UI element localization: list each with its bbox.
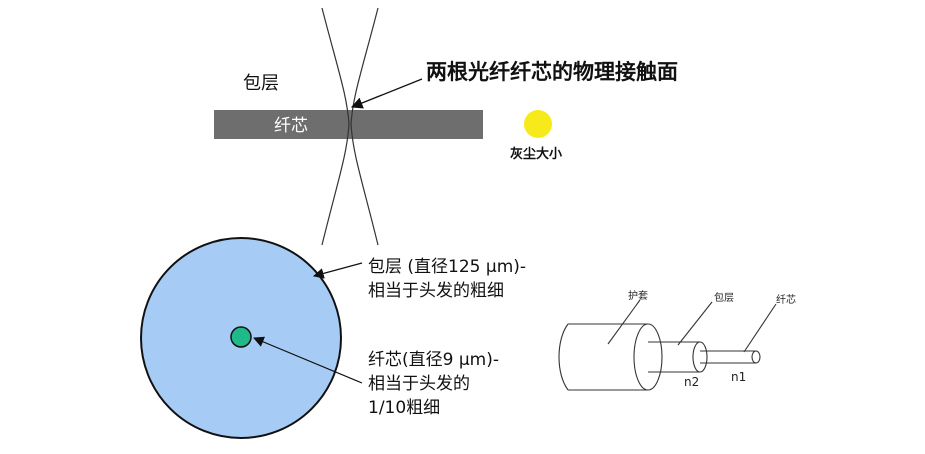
cable-sketch	[558, 299, 777, 391]
n1-label: n1	[731, 370, 746, 384]
cladding-tube	[648, 341, 700, 373]
dust-size-label: 灰尘大小	[510, 146, 562, 162]
core-rod	[700, 350, 756, 364]
jacket-outline	[568, 323, 648, 391]
cladding-leader	[677, 301, 713, 346]
jacket-leader	[607, 299, 641, 345]
core-desc-line2: 相当于头发的	[368, 374, 470, 394]
fiber-end-left-curve	[321, 7, 350, 246]
core-desc-line1: 纤芯(直径9 μm)-	[368, 350, 499, 370]
core-face	[751, 350, 761, 364]
cladding-pointer-line	[312, 262, 363, 279]
cladding-desc-line1: 包层 (直径125 μm)-	[368, 257, 526, 277]
fiber-cross-section: 包层 (直径125 μm)- 相当于头发的粗细 纤芯(直径9 μm)- 相当于头…	[140, 237, 526, 439]
cladding-label: 包层	[243, 73, 279, 94]
cladding-face	[692, 341, 708, 373]
fiber-end-right-curve	[350, 7, 379, 246]
fiber-contact-diagram: 包层 纤芯 两根光纤纤芯的物理接触面 灰尘大小	[214, 7, 678, 246]
contact-surface-label: 两根光纤纤芯的物理接触面	[426, 60, 678, 84]
core-leader	[743, 303, 777, 353]
core-pointer-line	[253, 336, 363, 384]
contact-pointer-line	[350, 78, 423, 109]
sketch-core-label: 纤芯	[776, 293, 796, 306]
jacket-face	[633, 323, 663, 391]
core-label: 纤芯	[274, 116, 308, 136]
dust-particle	[524, 110, 552, 138]
core-circle	[230, 326, 252, 348]
n2-label: n2	[684, 375, 699, 389]
core-desc-line3: 1/10粗细	[368, 398, 440, 418]
cladding-desc-line2: 相当于头发的粗细	[368, 281, 504, 301]
jacket-left-end	[558, 323, 569, 391]
sketch-cladding-label: 包层	[714, 291, 734, 304]
jacket-label: 护套	[628, 289, 648, 302]
